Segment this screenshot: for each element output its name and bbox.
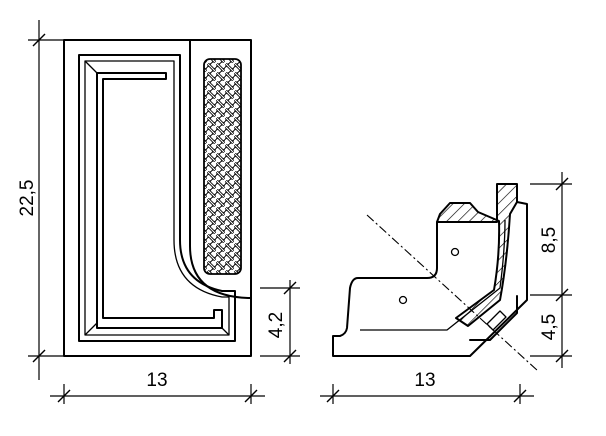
left-panel-outer bbox=[78, 54, 236, 342]
label-right-upper: 8,5 bbox=[539, 227, 560, 253]
right-inner-line bbox=[360, 219, 506, 331]
right-hatched-wall bbox=[436, 183, 518, 327]
left-channel-wall bbox=[189, 39, 252, 299]
dim-left-width bbox=[50, 384, 265, 404]
dim-right-width bbox=[320, 384, 534, 404]
right-center-line bbox=[366, 214, 539, 372]
right-flange-slot bbox=[486, 310, 507, 331]
right-lower-flange bbox=[469, 295, 518, 341]
dim-left-lip bbox=[260, 280, 300, 364]
label-left-lip: 4,2 bbox=[266, 312, 287, 338]
left-section-view bbox=[63, 39, 252, 357]
right-hole-upper bbox=[450, 247, 460, 257]
right-section-view bbox=[332, 183, 539, 372]
dim-left-height bbox=[28, 20, 64, 380]
label-left-height: 22,5 bbox=[17, 180, 38, 217]
label-left-width: 13 bbox=[146, 370, 167, 391]
dim-right-heights bbox=[530, 172, 572, 368]
label-right-width: 13 bbox=[414, 370, 435, 391]
left-inner-field bbox=[96, 72, 223, 329]
right-hole-lower bbox=[398, 295, 408, 305]
left-panel-bevel bbox=[84, 60, 230, 336]
left-bevel-miters bbox=[84, 60, 230, 336]
left-weave-fill bbox=[203, 58, 242, 275]
left-outer-frame bbox=[63, 39, 252, 357]
label-right-lower: 4,5 bbox=[539, 314, 560, 340]
